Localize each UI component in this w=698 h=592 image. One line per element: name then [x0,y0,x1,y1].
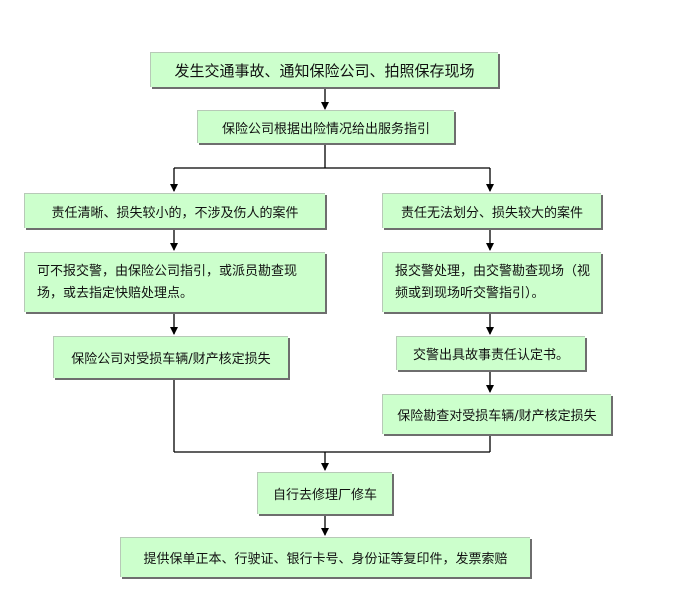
node-unclear-liability: 责任无法划分、损失较大的案件 [382,193,601,228]
node-accident-report: 发生交通事故、通知保险公司、拍照保存现场 [150,52,498,87]
node-police-report: 报交警处理，由交警勘查现场（视频或到现场听交警指引）。 [382,252,601,312]
node-no-police-report: 可不报交警，由保险公司指引，或派员勘查现场，或去指定快赔处理点。 [24,252,325,312]
node-insurer-guidance: 保险公司根据出险情况给出服务指引 [197,110,454,143]
node-insurer-assess-loss-text: 保险公司对受损车辆/财产核定损失 [71,352,271,367]
node-accident-report-text: 发生交通事故、通知保险公司、拍照保存现场 [174,61,475,80]
node-survey-assess-loss: 保险勘查对受损车辆/财产核定损失 [382,394,611,434]
node-unclear-liability-text: 责任无法划分、损失较大的案件 [400,205,583,221]
node-repair-shop: 自行去修理厂修车 [257,472,392,514]
node-submit-claim-text: 提供保单正本、行驶证、银行卡号、身份证等复印件，发票索赔 [143,552,508,567]
node-clear-liability-text: 责任清晰、损失较小的，不涉及伤人的案件 [51,205,299,221]
node-no-police-report-text: 可不报交警，由保险公司指引，或派员勘查现场，或去指定快赔处理点。 [37,263,298,301]
node-insurer-guidance-text: 保险公司根据出险情况给出服务指引 [221,121,430,137]
node-insurer-assess-loss: 保险公司对受损车辆/财产核定损失 [53,336,288,378]
node-repair-shop-text: 自行去修理厂修车 [272,488,377,503]
node-clear-liability: 责任清晰、损失较小的，不涉及伤人的案件 [24,193,325,228]
node-police-liability-cert: 交警出具故事责任认定书。 [396,336,585,370]
node-submit-claim: 提供保单正本、行驶证、银行卡号、身份证等复印件，发票索赔 [120,537,530,577]
node-survey-assess-loss-text: 保险勘查对受损车辆/财产核定损失 [397,409,597,424]
node-police-liability-cert-text: 交警出具故事责任认定书。 [412,348,569,363]
node-police-report-text: 报交警处理，由交警勘查现场（视频或到现场听交警指引）。 [395,263,591,301]
